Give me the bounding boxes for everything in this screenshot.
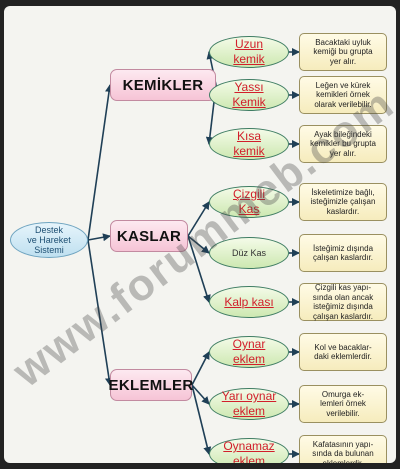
description-box-1-3: Ayak bileğindeki kemikler bu grupta yer … [299, 125, 387, 163]
root-to-category-arrow-1 [87, 84, 113, 241]
root-to-category-arrow-3 [87, 239, 113, 386]
category-node-1: KEMİKLER [110, 69, 216, 101]
category-to-subtype-arrow-3-3 [191, 384, 212, 455]
description-box-1-1: Bacaktaki uyluk kemiği bu grupta yer alı… [299, 33, 387, 71]
description-box-3-1: Kol ve bacaklar- daki eklemlerdir. [299, 333, 387, 371]
subtype-node-1-3: Kısa kemik [209, 128, 289, 160]
subtype-node-1-2: Yassı Kemik [209, 79, 289, 111]
category-node-3: EKLEMLER [109, 369, 193, 401]
subtype-node-3-3: Oynamaz eklem [209, 438, 289, 463]
subtype-node-2-2: Düz Kas [209, 237, 289, 269]
category-to-subtype-arrow-3-1 [191, 351, 210, 386]
description-box-2-2: İsteğimiz dışında çalışan kaslardır. [299, 234, 387, 272]
root-node: Destek ve Hareket Sistemi [10, 222, 88, 258]
category-node-2: KASLAR [110, 220, 188, 252]
subtype-node-3-1: Oynar eklem [209, 336, 289, 368]
subtype-node-3-2: Yarı oynar eklem [209, 388, 289, 420]
subtype-node-1-1: Uzun kemik [209, 36, 289, 68]
category-to-subtype-arrow-2-2 [187, 235, 210, 254]
description-box-3-3: Kafatasının yapı- sında da bulunan eklem… [299, 435, 387, 463]
category-to-subtype-arrow-2-3 [187, 235, 211, 303]
subtype-node-2-1: Çizgili Kas [209, 186, 289, 218]
description-box-2-1: İskeletimize bağlı, isteğimizle çalışan … [299, 183, 387, 221]
description-box-1-2: Leğen ve kürek kemikleri örnek olarak ve… [299, 76, 387, 114]
category-to-subtype-arrow-2-1 [187, 201, 210, 237]
description-box-2-3: Çizgili kas yapı- sında olan ancak isteğ… [299, 283, 387, 321]
category-to-subtype-arrow-3-2 [191, 384, 210, 405]
subtype-node-2-3: Kalp kası [209, 286, 289, 318]
description-box-3-2: Omurga ek- lemleri örnek verilebilir. [299, 385, 387, 423]
root-to-category-arrow-2 [87, 233, 111, 242]
